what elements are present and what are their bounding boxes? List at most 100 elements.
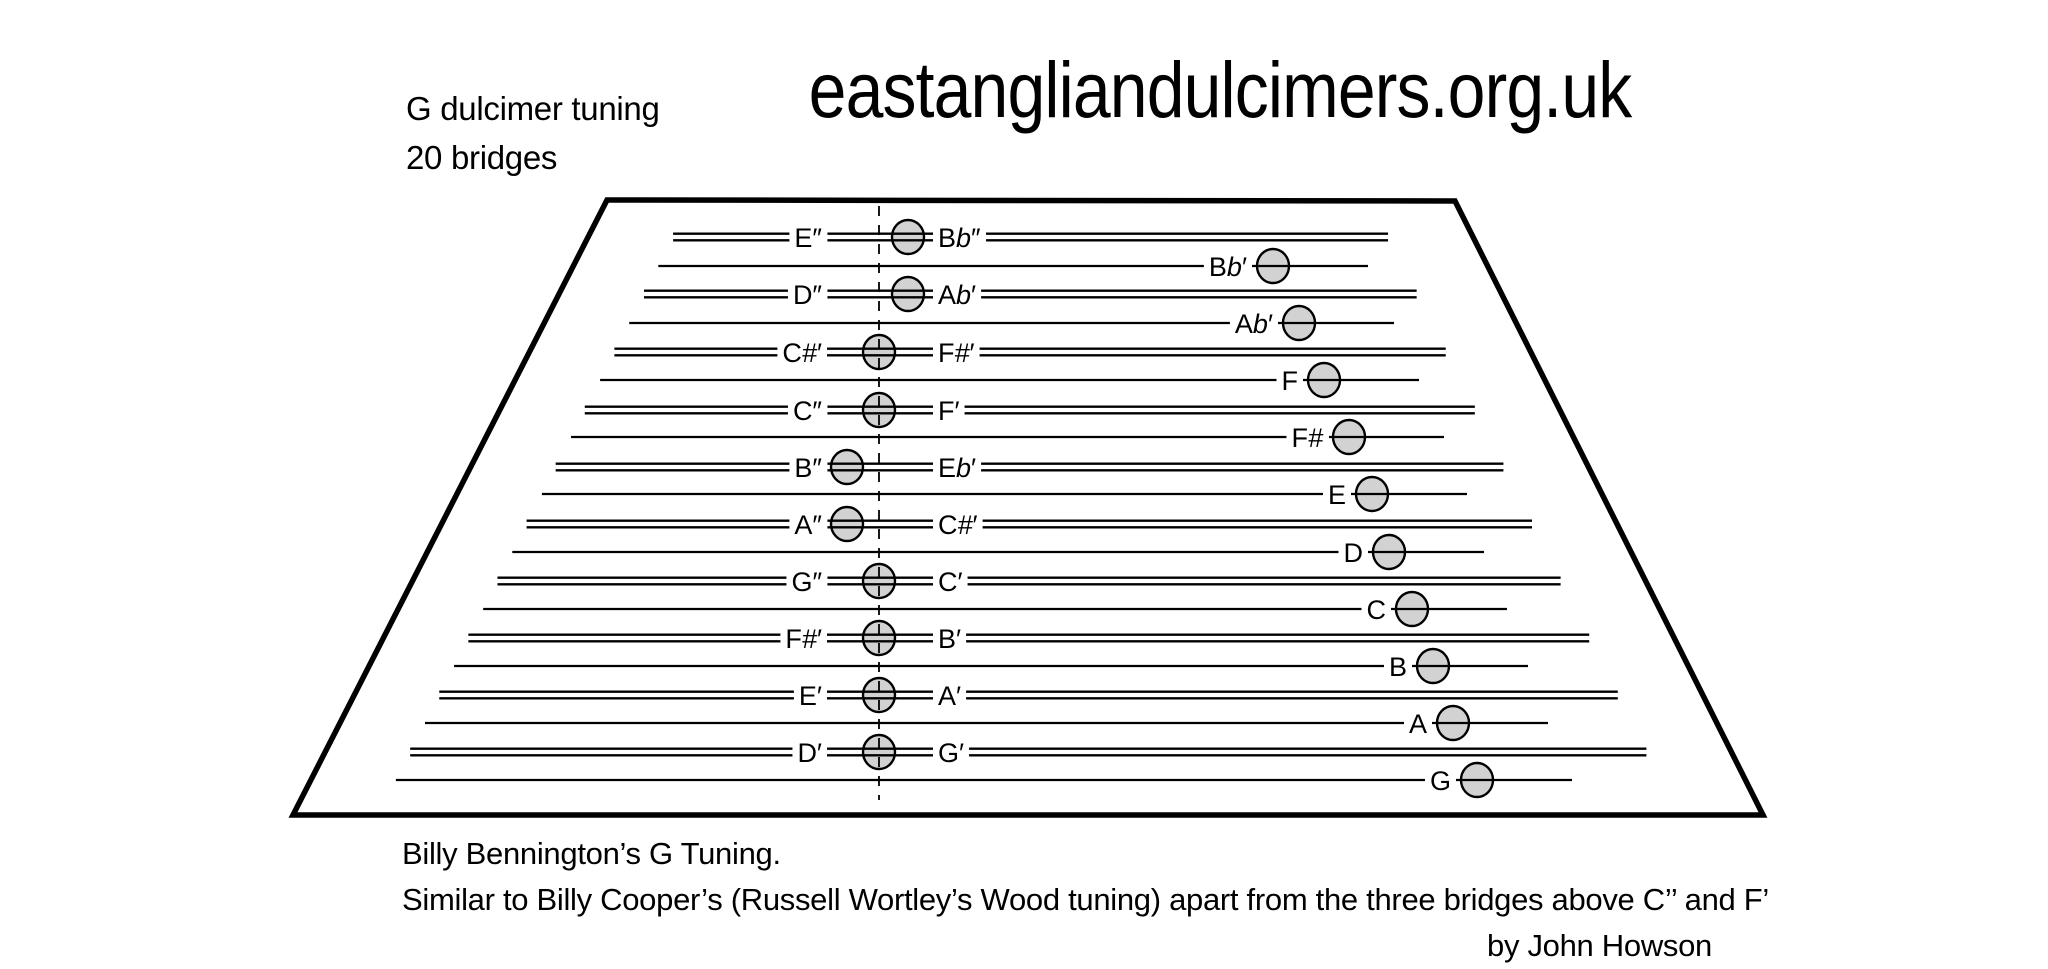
- label-backing: [933, 510, 983, 538]
- bridge-circle-outline: [829, 448, 865, 486]
- bridge-circle-outline: [861, 562, 897, 600]
- tuning-name: G dulcimer tuning: [406, 90, 660, 127]
- bridge-circle-outline: [1331, 418, 1367, 456]
- label-backing: [1203, 252, 1252, 280]
- bridge-outlines: [829, 218, 1495, 799]
- note-label: F#: [1291, 423, 1324, 453]
- label-backing: [933, 624, 967, 652]
- label-backing: [1229, 309, 1278, 337]
- label-backing: [789, 510, 828, 538]
- bridge-circle: [863, 564, 895, 598]
- note-label: D: [1344, 538, 1364, 568]
- note-label: F#′: [938, 338, 975, 368]
- site-title: eastangliandulcimers.org.uk: [808, 45, 1633, 134]
- bridge-circle: [831, 450, 863, 484]
- label-backing: [933, 396, 965, 424]
- note-label: B′: [938, 624, 961, 654]
- label-backing: [933, 681, 967, 709]
- bridge-circle-outline: [861, 733, 897, 771]
- bridge-circle-outline: [861, 333, 897, 371]
- note-label: F: [1282, 366, 1299, 396]
- label-backing: [933, 738, 970, 766]
- bridge-circle: [863, 335, 895, 369]
- bridge-circle-outline: [890, 218, 926, 256]
- label-backing: [780, 624, 827, 652]
- label-backing: [1286, 423, 1329, 451]
- bridge-circle-outline: [1415, 647, 1451, 685]
- bridge-circle: [863, 621, 895, 655]
- caption-description: Similar to Billy Cooper’s (Russell Wortl…: [402, 882, 1770, 917]
- note-label: D′: [797, 738, 822, 768]
- bridge-circle: [863, 735, 895, 769]
- note-label: Bb″: [938, 223, 981, 253]
- bridge-circle-outline: [829, 505, 865, 543]
- bridge-circle: [892, 220, 924, 254]
- bridge-circle-outline: [1255, 247, 1291, 285]
- label-backing: [933, 453, 982, 481]
- note-label: B: [1389, 652, 1407, 682]
- note-label: Ab′: [938, 280, 976, 310]
- bridge-circle-outline: [1371, 533, 1407, 571]
- bridge-circle-outline: [890, 275, 926, 313]
- note-labels: E″Bb″D″Ab′C#′F#′C″F′B″Eb′A″C#′G″C′F#′B′E…: [777, 223, 1456, 796]
- label-backing: [933, 338, 980, 366]
- bridge-count: 20 bridges: [406, 139, 558, 176]
- note-label: G′: [938, 738, 964, 768]
- label-backing: [933, 223, 987, 251]
- note-label: Ab′: [1235, 309, 1273, 339]
- label-backing: [933, 280, 982, 308]
- note-label: A′: [938, 681, 961, 711]
- note-label: C′: [938, 567, 963, 597]
- bridge-circle: [831, 507, 863, 541]
- note-label: G″: [791, 567, 822, 597]
- note-label: C″: [793, 396, 822, 426]
- note-label: F#′: [785, 624, 822, 654]
- tuning-info: G dulcimer tuning 20 bridges: [406, 84, 660, 182]
- bridge-circle-outline: [861, 676, 897, 714]
- bridge-circle-outline: [1394, 590, 1430, 628]
- bridge-circle: [863, 678, 895, 712]
- note-label: G: [1430, 766, 1451, 796]
- note-label: Eb′: [938, 453, 976, 483]
- bridge-circle-outline: [1281, 304, 1317, 342]
- bridge-circle: [863, 393, 895, 427]
- label-backing: [1361, 595, 1391, 623]
- label-backing: [787, 396, 828, 424]
- bridge-circle-outline: [1459, 761, 1495, 799]
- label-backing: [1276, 366, 1303, 394]
- note-label: C#′: [938, 510, 978, 540]
- bridge-circle-outline: [1306, 361, 1342, 399]
- caption-title: Billy Bennington’s G Tuning.: [402, 836, 781, 871]
- caption-byline: by John Howson: [1487, 928, 1712, 963]
- note-label: A″: [794, 510, 822, 540]
- bridge-circle-outline: [1354, 475, 1390, 513]
- label-backing: [1424, 766, 1456, 794]
- note-label: E′: [799, 681, 822, 711]
- label-backing: [792, 738, 827, 766]
- label-backing: [1338, 538, 1368, 566]
- note-label: E: [1328, 480, 1346, 510]
- note-label: F′: [938, 396, 960, 426]
- label-backing: [787, 280, 828, 308]
- label-backing: [1383, 652, 1412, 680]
- label-backing: [1403, 709, 1432, 737]
- note-label: Bb′: [1209, 252, 1247, 282]
- label-backing: [789, 223, 828, 251]
- label-backing: [789, 453, 828, 481]
- label-backing: [933, 567, 968, 595]
- bridge-circle: [892, 277, 924, 311]
- label-backing: [793, 681, 827, 709]
- bridge-circle-outline: [861, 391, 897, 429]
- note-label: C#′: [782, 338, 822, 368]
- label-backing: [777, 338, 827, 366]
- note-label: C: [1367, 595, 1387, 625]
- note-label: D″: [793, 280, 822, 310]
- label-backing: [786, 567, 828, 595]
- bridge-circle-outline: [1435, 704, 1471, 742]
- note-label: E″: [794, 223, 822, 253]
- note-label: A: [1409, 709, 1427, 739]
- label-backing: [1322, 480, 1351, 508]
- bridge-circle-outline: [861, 619, 897, 657]
